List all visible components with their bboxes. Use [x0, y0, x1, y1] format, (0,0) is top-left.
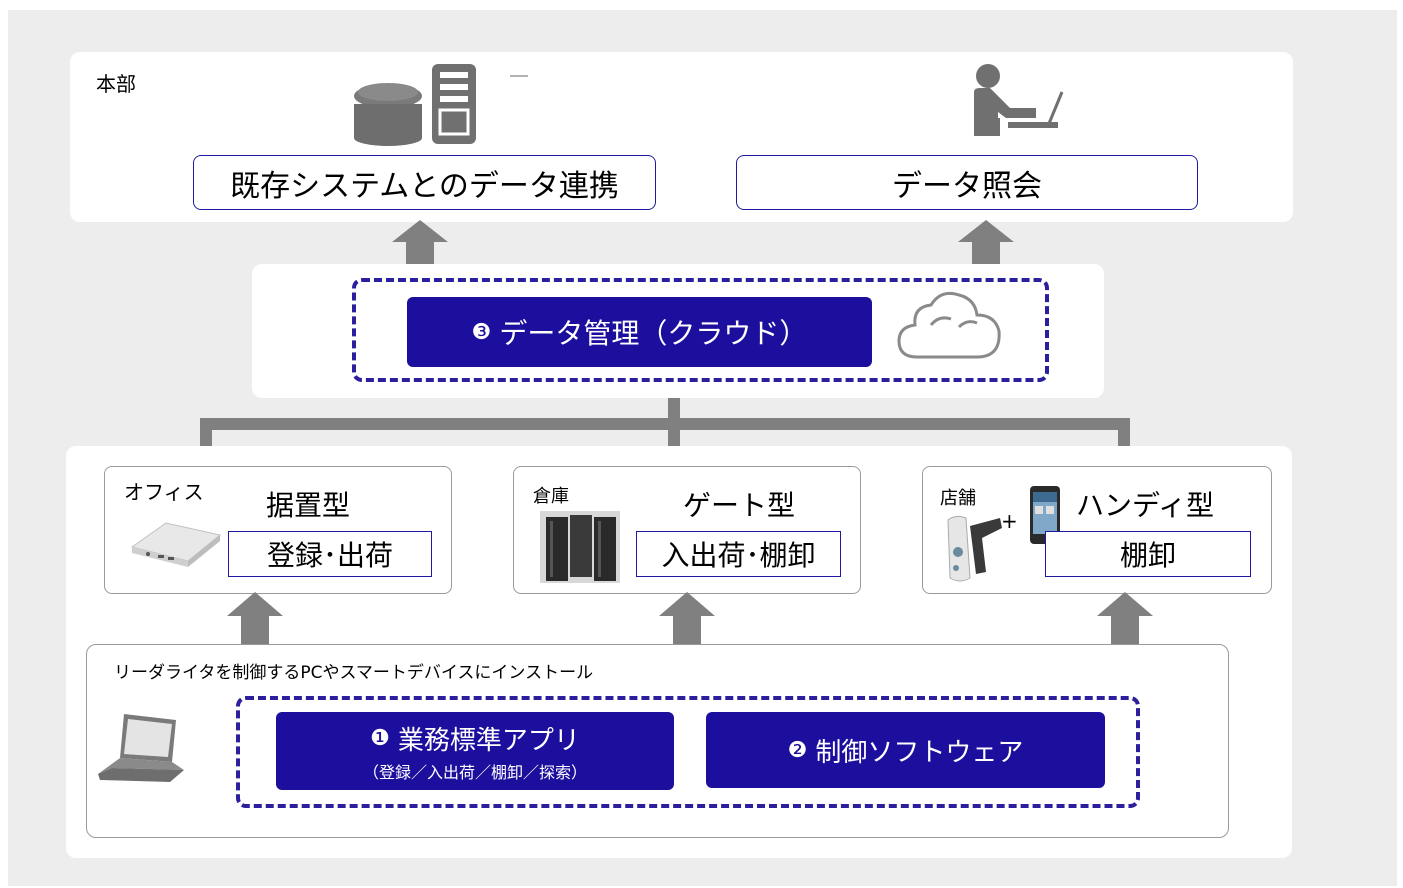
- app1-number-badge: ❶: [370, 725, 390, 751]
- app2-number-badge: ❷: [787, 737, 808, 763]
- standard-app-subtitle: （登録／入出荷／棚卸／探索）: [362, 762, 587, 782]
- control-software-title: 制御ソフトウェア: [815, 737, 1024, 768]
- arrow-up-icon: [227, 592, 283, 644]
- integration-label: 既存システムとのデータ連携: [230, 168, 619, 204]
- database-server-icon: [354, 64, 528, 146]
- warehouse-function-label: 入出荷･棚卸: [661, 539, 816, 572]
- inquiry-label-box: データ照会: [736, 155, 1198, 210]
- office-function-box: 登録･出荷: [228, 531, 432, 577]
- store-function-box: 棚卸: [1045, 531, 1251, 577]
- install-caption: リーダライタを制御するPCやスマートデバイスにインストール: [114, 663, 594, 683]
- arrow-up-icon: [1097, 592, 1153, 644]
- standard-app-box: ❶ 業務標準アプリ （登録／入出荷／棚卸／探索）: [276, 712, 674, 790]
- cloud-icon: [897, 291, 1001, 359]
- connector-horizontal: [200, 418, 1130, 430]
- smartphone-icon: [1030, 486, 1060, 544]
- stationary-reader-icon: [130, 522, 222, 567]
- integration-label-box: 既存システムとのデータ連携: [193, 155, 656, 210]
- office-function-label: 登録･出荷: [266, 539, 393, 572]
- arrow-up-icon: [958, 220, 1014, 266]
- control-software-box: ❷ 制御ソフトウェア: [706, 712, 1105, 788]
- software-dashed-frame: [236, 696, 1140, 808]
- store-place-label: 店舗: [940, 488, 976, 509]
- cloud-number-badge: ❸: [471, 319, 492, 345]
- arrow-up-icon: [392, 220, 448, 266]
- person-laptop-icon: [974, 64, 1064, 136]
- data-management-box: ❸ データ管理（クラウド）: [407, 297, 872, 367]
- handheld-reader-icon: [947, 515, 1002, 582]
- warehouse-place-label: 倉庫: [533, 486, 569, 507]
- standard-app-title: 業務標準アプリ: [397, 725, 580, 756]
- store-type-label: ハンディ型: [1076, 489, 1215, 522]
- inquiry-label: データ照会: [892, 168, 1042, 204]
- office-place-label: オフィス: [124, 480, 204, 504]
- warehouse-function-box: 入出荷･棚卸: [636, 531, 841, 577]
- store-function-label: 棚卸: [1119, 539, 1176, 572]
- arrow-up-icon: [659, 592, 715, 644]
- cloud-dashed-frame: [352, 278, 1049, 382]
- office-type-label: 据置型: [266, 489, 351, 522]
- data-management-label: データ管理（クラウド）: [499, 317, 808, 350]
- gate-reader-icon: [540, 511, 620, 583]
- plus-sign: +: [1001, 509, 1018, 533]
- warehouse-type-label: ゲート型: [683, 489, 796, 522]
- laptop-icon: [98, 714, 184, 782]
- hq-label: 本部: [96, 72, 136, 96]
